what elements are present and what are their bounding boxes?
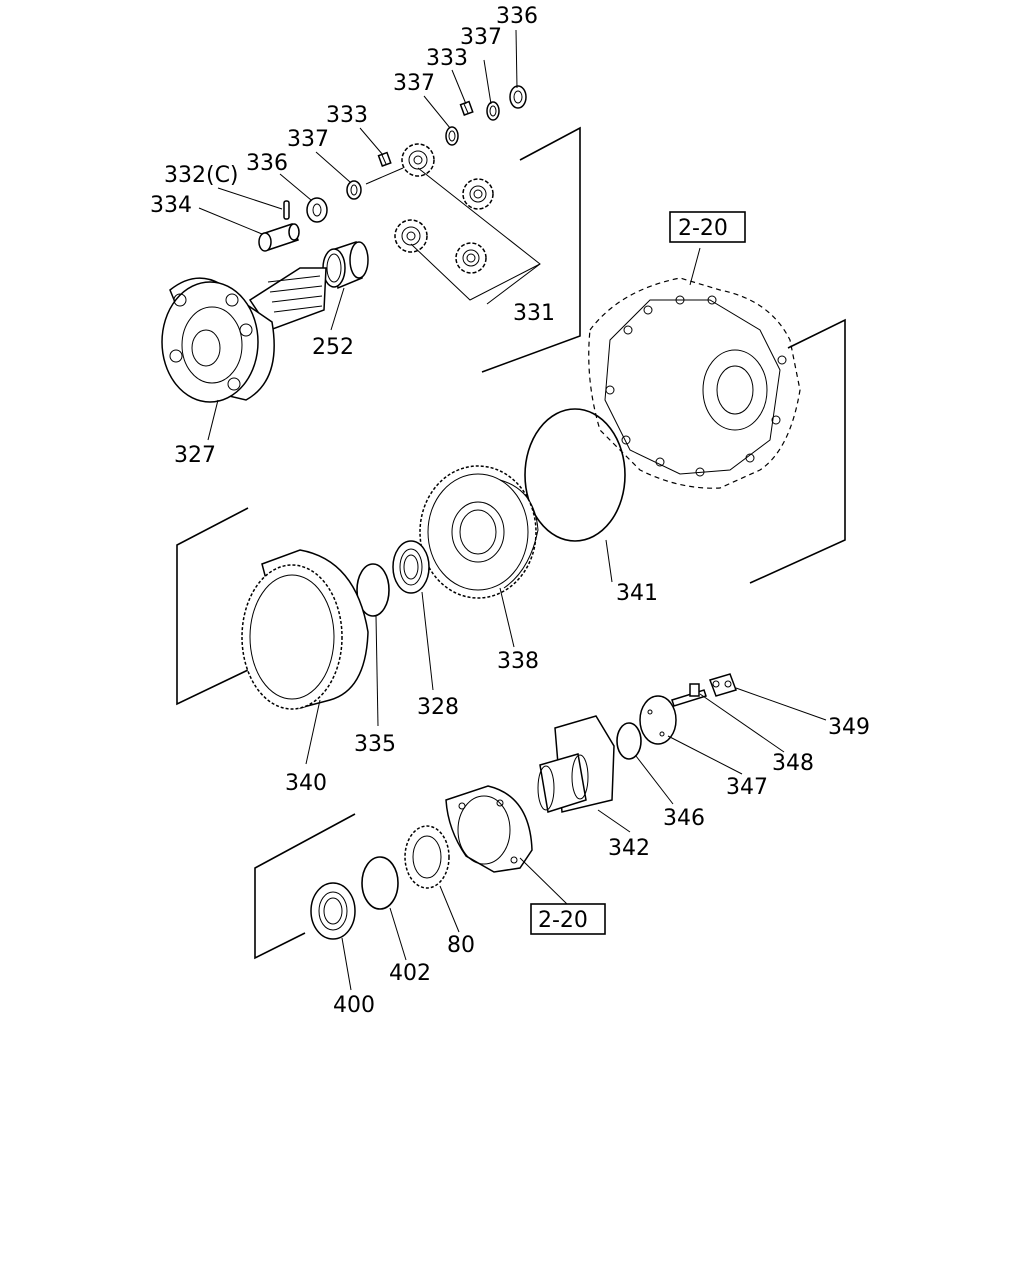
label-327: 327 bbox=[174, 443, 216, 468]
leader-lines bbox=[198, 29, 827, 991]
label-341: 341 bbox=[616, 581, 658, 606]
label-334: 334 bbox=[150, 193, 192, 218]
label-348: 348 bbox=[772, 751, 814, 776]
lock-plate-349 bbox=[709, 673, 737, 697]
transmission-housing-2-20 bbox=[588, 247, 801, 489]
label-400: 400 bbox=[333, 993, 375, 1018]
planet-gear-331-b bbox=[462, 178, 494, 210]
bearing-housing-2-20 bbox=[445, 785, 533, 873]
snap-ring-337-left bbox=[346, 180, 362, 200]
ring-gear-338 bbox=[419, 465, 539, 599]
label-333-left: 333 bbox=[326, 103, 368, 128]
bolt-348 bbox=[671, 683, 707, 707]
planet-gear-331-c bbox=[394, 219, 428, 253]
planet-gear-331-d bbox=[455, 242, 487, 274]
label-349: 349 bbox=[828, 715, 870, 740]
bearing-400 bbox=[310, 882, 356, 940]
label-331: 331 bbox=[513, 301, 555, 326]
group-bracket-middle bbox=[176, 507, 249, 706]
planet-gear-331-a bbox=[401, 143, 435, 177]
label-347: 347 bbox=[726, 775, 768, 800]
shaft-334 bbox=[258, 223, 300, 252]
label-80: 80 bbox=[447, 933, 475, 958]
label-328: 328 bbox=[417, 695, 459, 720]
o-ring-346 bbox=[616, 722, 642, 760]
pin-332c bbox=[283, 200, 290, 220]
label-332c: 332(C) bbox=[164, 163, 239, 188]
washer-336-top bbox=[509, 85, 527, 109]
label-335: 335 bbox=[354, 732, 396, 757]
bearing-328 bbox=[392, 540, 430, 594]
label-340: 340 bbox=[285, 771, 327, 796]
o-ring-341 bbox=[524, 408, 626, 542]
group-bracket-right bbox=[749, 318, 846, 584]
label-342: 342 bbox=[608, 836, 650, 861]
label-252: 252 bbox=[312, 335, 354, 360]
label-338: 338 bbox=[497, 649, 539, 674]
group-bracket-top bbox=[481, 126, 581, 373]
label-333-top: 333 bbox=[426, 46, 468, 71]
oil-seal-80 bbox=[404, 825, 450, 889]
label-402: 402 bbox=[389, 961, 431, 986]
reference-label-top: 2-20 bbox=[678, 216, 728, 241]
snap-ring-335 bbox=[356, 563, 390, 617]
group-bracket-bottom bbox=[254, 813, 356, 960]
reference-box-bottom bbox=[530, 903, 606, 935]
cap-347 bbox=[639, 695, 677, 745]
label-337-left: 337 bbox=[287, 127, 329, 152]
washer-336-left bbox=[306, 197, 328, 223]
flange-342 bbox=[537, 715, 615, 813]
internal-gear-340 bbox=[241, 549, 369, 710]
label-336-top: 336 bbox=[496, 4, 538, 29]
label-337-mid: 337 bbox=[393, 71, 435, 96]
needle-333-top bbox=[459, 100, 474, 116]
label-346: 346 bbox=[663, 806, 705, 831]
label-336-left: 336 bbox=[246, 151, 288, 176]
reference-box-top bbox=[669, 211, 746, 243]
carrier-327 bbox=[161, 267, 327, 403]
label-337-top: 337 bbox=[460, 25, 502, 50]
needle-333-left bbox=[377, 151, 392, 167]
snap-ring-337-mid bbox=[445, 126, 459, 146]
reference-label-bottom: 2-20 bbox=[538, 908, 588, 933]
bushing-252 bbox=[322, 241, 369, 290]
snap-ring-402 bbox=[361, 856, 399, 910]
snap-ring-337-top bbox=[486, 101, 500, 121]
